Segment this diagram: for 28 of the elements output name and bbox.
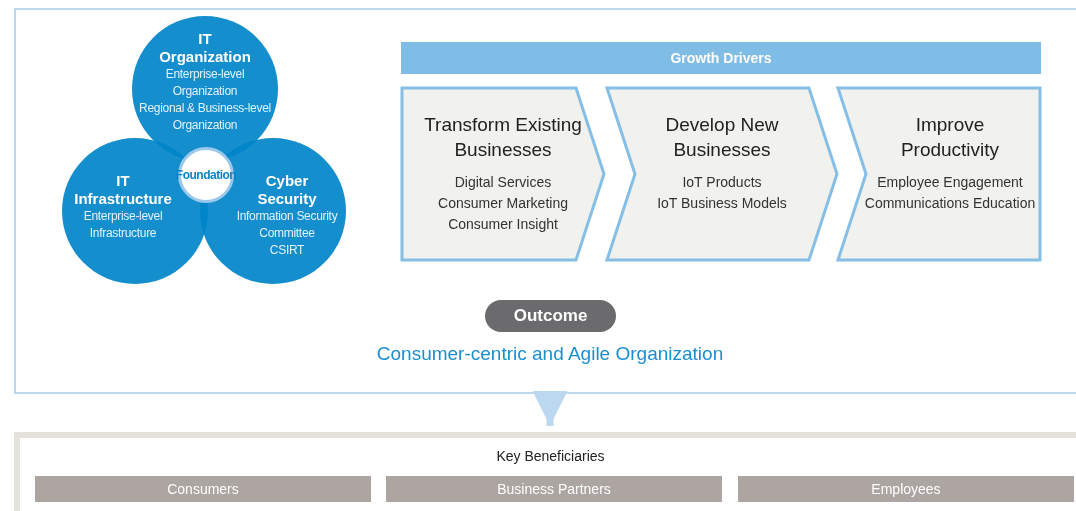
driver-heading: Develop New Businesses [664, 113, 780, 162]
driver-heading: Transform Existing Businesses [423, 113, 583, 162]
driver-heading: Improve Productivity [899, 113, 1001, 162]
driver-item: Consumer Marketing [437, 194, 569, 213]
beneficiary-bar: Business Partners [386, 476, 722, 502]
circle-item: Enterprise-level Organization [164, 66, 246, 100]
driver-item: Communications Education [863, 194, 1037, 213]
circle-item: CSIRT [268, 242, 306, 259]
arrow [532, 391, 568, 426]
circle-item: Information Security Committee [235, 208, 339, 242]
beneficiary-bar: Employees [738, 476, 1074, 502]
circle-heading: IT Organization [158, 30, 252, 66]
circle-heading: IT Infrastructure [73, 172, 173, 208]
outcome-pill: Outcome [485, 300, 616, 332]
driver-item: IoT Business Models [656, 194, 788, 213]
outcome-text: Consumer-centric and Agile Organization [375, 343, 725, 365]
beneficiary-bar: Consumers [35, 476, 371, 502]
panel-frame [14, 8, 1076, 394]
driver-item: Consumer Insight [447, 215, 559, 234]
driver-item: IoT Products [681, 173, 763, 192]
panel-heading: Key Beneficiaries [495, 448, 606, 464]
circle-heading: Cyber Security [256, 172, 318, 208]
driver-item: Digital Services [453, 173, 553, 192]
driver-item: Employee Engagement [876, 173, 1024, 192]
header-bar: Growth Drivers [401, 42, 1041, 74]
panel-frame [14, 432, 1076, 511]
circle-item: Regional & Business-level Organization [138, 100, 272, 134]
circle-item: Enterprise-level Infrastructure [82, 208, 164, 242]
